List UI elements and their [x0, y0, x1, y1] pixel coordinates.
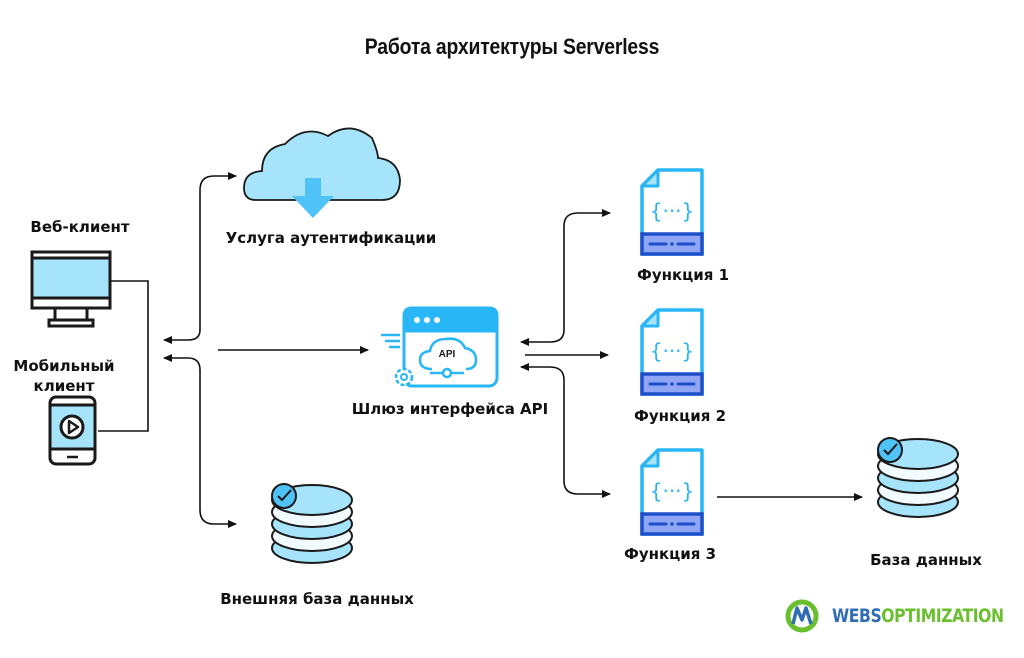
database-icon [877, 437, 959, 518]
external-database-icon [271, 483, 353, 564]
footer-dot [670, 522, 674, 526]
websoptimization-logo-icon [785, 599, 819, 633]
arrow-from-function-3 [520, 363, 565, 381]
code-braces-text: {···} [650, 199, 695, 223]
database-label: База данных [870, 551, 982, 569]
cloud-download-icon [243, 127, 401, 218]
check-badge [877, 437, 903, 463]
api-gateway-icon: API [381, 306, 499, 388]
web-client-label: Веб-клиент [30, 218, 130, 236]
auth-service-label: Услуга аутентификации [225, 229, 437, 247]
function-2-label: Функция 2 [633, 407, 727, 425]
api-gateway-label: Шлюз интерфейса API [351, 400, 549, 418]
function-3-label: Функция 3 [623, 545, 717, 563]
function-1-label: Функция 1 [636, 266, 730, 284]
check-mark [883, 443, 898, 456]
code-braces-text: {···} [650, 479, 695, 503]
function-1-icon: {···} [640, 168, 704, 256]
footer-dot [670, 382, 674, 386]
websoptimization-logo: WEBSOPTIMIZATION [826, 605, 1024, 627]
arrow-to-function-1 [563, 209, 611, 330]
arrow-to-external-db [199, 370, 237, 528]
check-badge [271, 483, 297, 509]
check-mark [277, 489, 292, 502]
diagram-title: Работа архитектуры Serverless [364, 34, 660, 59]
function-3-icon: {···} [640, 448, 704, 536]
function-2-icon: {···} [640, 308, 704, 396]
logo-text-part-1: WEBS [832, 605, 882, 627]
mobile-client-label-line-2: клиент [33, 377, 95, 395]
footer-dot [670, 242, 674, 246]
mobile-client-label: Мобильный клиент [13, 356, 114, 396]
mobile-client-label-line-1: Мобильный [13, 357, 115, 375]
api-icon-text: API [439, 349, 456, 360]
monitor-icon [30, 250, 112, 328]
code-braces-text: {···} [650, 339, 695, 363]
logo-text: WEBSOPTIMIZATION [832, 605, 1004, 627]
logo-text-part-2: OPTIMIZATION [881, 605, 1004, 627]
file-corner [640, 308, 660, 328]
arrow-to-function-3 [563, 380, 611, 498]
smartphone-play-icon [48, 395, 97, 466]
client-bracket-line [98, 280, 149, 432]
arrow-to-auth [199, 172, 237, 330]
arrow-from-function-1 [520, 329, 565, 346]
external-database-label: Внешняя база данных [220, 590, 414, 608]
file-corner [640, 448, 660, 468]
file-corner [640, 168, 660, 188]
arrow-from-auth [163, 329, 201, 344]
connectors [98, 172, 863, 528]
arrow-from-external-db [163, 354, 201, 371]
